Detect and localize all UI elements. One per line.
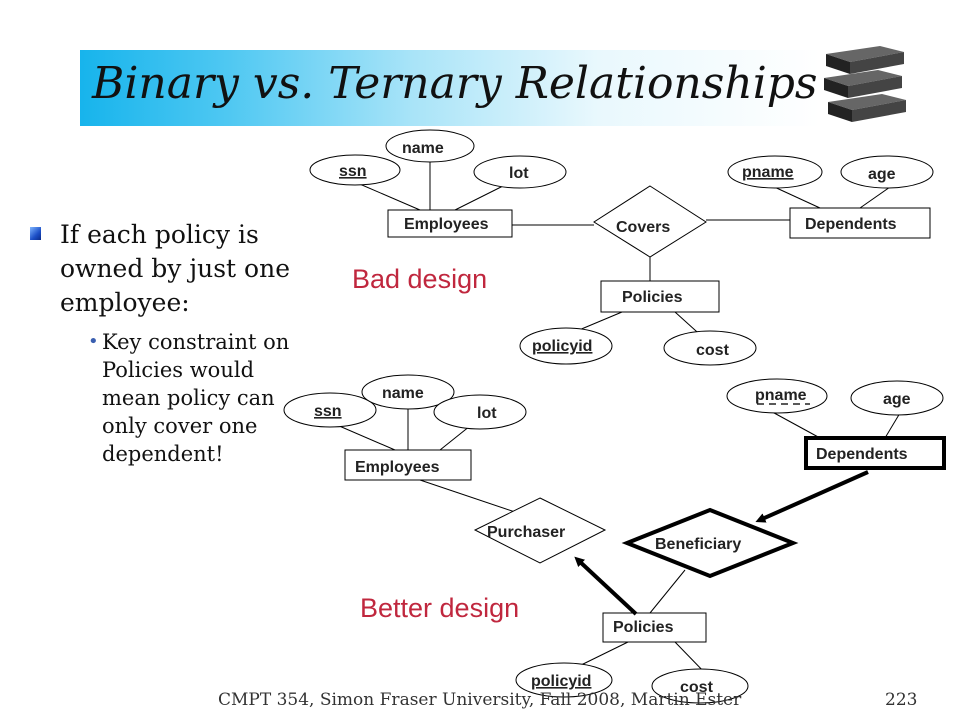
attribute-pname <box>727 155 823 189</box>
attribute-age <box>850 380 944 416</box>
slide-title: Binary vs. Ternary Relationships <box>92 58 818 109</box>
label-policyid: policyid <box>531 673 591 690</box>
entity-dependents-weak <box>804 436 946 470</box>
attribute-ssn <box>309 154 401 186</box>
relationship-beneficiary-identifying <box>621 507 799 579</box>
sub-bullet-item: • Key constraint on Policies would mean … <box>88 328 302 468</box>
attribute-policyid <box>515 662 613 698</box>
label-age: age <box>883 391 911 408</box>
label-purchaser: Purchaser <box>487 524 565 541</box>
label-age: age <box>868 166 896 183</box>
entity-dependents <box>789 207 931 239</box>
relationship-purchaser <box>473 497 607 564</box>
connector-line <box>769 184 821 209</box>
label-lot: lot <box>477 405 497 422</box>
connector-line <box>574 641 629 669</box>
connector-line <box>649 569 686 614</box>
label-dependents: Dependents <box>816 446 908 463</box>
label-employees: Employees <box>404 216 489 233</box>
connector-line <box>354 181 421 211</box>
footer-credit: CMPT 354, Simon Fraser University, Fall … <box>218 690 742 710</box>
connector-line <box>419 479 516 513</box>
connector-line <box>859 186 891 209</box>
entity-policies <box>600 280 720 313</box>
arrow-dependents-to-beneficiary <box>755 470 869 523</box>
top-diagram-labels: ssn name lot Employees Covers Dependents… <box>339 140 897 359</box>
attribute-policyid <box>519 327 613 365</box>
label-name: name <box>382 385 424 402</box>
label-beneficiary: Beneficiary <box>655 536 741 553</box>
books-logo-icon <box>824 46 906 122</box>
bottom-diagram <box>283 374 944 704</box>
relationship-covers <box>593 185 707 258</box>
attribute-pname <box>726 378 828 414</box>
page-number: 223 <box>885 690 918 710</box>
label-cost: cost <box>696 342 730 359</box>
sub-bullet-text: Key constraint on Policies would mean po… <box>102 330 290 466</box>
label-pname: pname <box>755 387 807 404</box>
label-dependents: Dependents <box>805 216 897 233</box>
connector-line <box>884 412 901 439</box>
arrow-policies-to-purchaser <box>574 556 638 616</box>
bullet-list: If each policy is owned by just one empl… <box>30 218 300 468</box>
entity-employees <box>344 449 472 481</box>
attribute-cost <box>651 668 749 704</box>
bullet-item: If each policy is owned by just one empl… <box>30 218 300 320</box>
attribute-age <box>840 155 934 189</box>
attribute-name <box>361 374 455 410</box>
attribute-cost <box>663 330 757 366</box>
label-pname: pname <box>742 164 794 181</box>
label-name: name <box>402 140 444 157</box>
label-policies: Policies <box>622 289 683 306</box>
label-ssn: ssn <box>339 163 367 180</box>
caption-bad-design: Bad design <box>352 264 487 294</box>
label-ssn: ssn <box>314 403 342 420</box>
label-employees: Employees <box>355 459 440 476</box>
caption-better-design: Better design <box>360 593 519 623</box>
attribute-name <box>385 129 475 163</box>
label-policyid: policyid <box>532 338 592 355</box>
bottom-diagram-labels: ssn name lot Employees Purchaser Benefic… <box>314 385 911 696</box>
top-diagram <box>309 129 934 366</box>
attribute-lot <box>473 155 567 189</box>
sub-bullet-dot-icon: • <box>88 331 99 352</box>
connector-line <box>454 184 506 211</box>
label-covers: Covers <box>616 219 670 236</box>
label-cost: cost <box>680 679 714 696</box>
bullet-text: If each policy is owned by just one empl… <box>60 220 290 317</box>
label-lot: lot <box>509 165 529 182</box>
title-band <box>80 50 820 126</box>
attribute-lot <box>433 394 527 430</box>
entity-employees <box>387 209 513 238</box>
entity-policies <box>602 612 707 643</box>
bullet-square-icon <box>30 227 41 240</box>
attribute-ssn <box>283 392 377 428</box>
label-policies: Policies <box>613 619 674 636</box>
